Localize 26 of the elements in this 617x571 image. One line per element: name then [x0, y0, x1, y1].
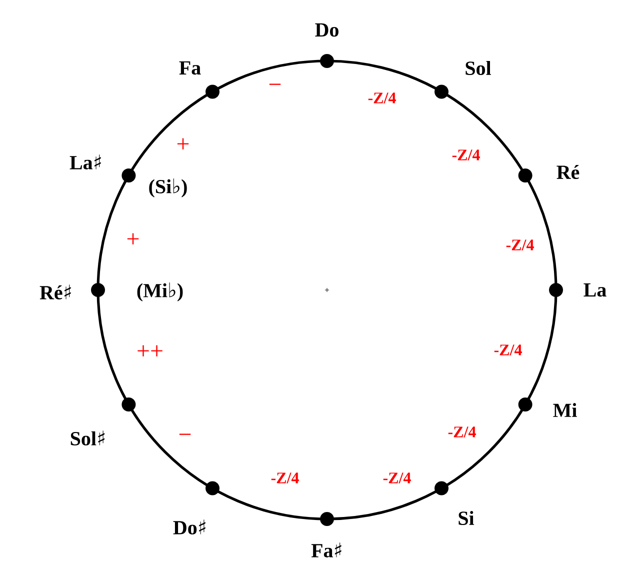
interval-label: -Z/4: [271, 472, 299, 484]
note-label: Fa♯: [311, 542, 342, 558]
note-label: Ré♯: [40, 284, 71, 300]
note-label: La♯: [70, 154, 101, 170]
note-label: Sol: [466, 60, 491, 76]
interval-label: -Z/4: [448, 426, 476, 438]
interval-label: -Z/4: [506, 240, 534, 250]
sign-label: +: [127, 233, 139, 244]
note-label: Ré: [556, 164, 580, 180]
note-label: (Mi♭): [137, 282, 183, 302]
note-label: Do♯: [173, 520, 206, 534]
note-label: Mi: [553, 403, 577, 417]
interval-label: -Z/4: [383, 472, 411, 484]
interval-label: -Z/4: [452, 150, 480, 160]
interval-label: -Z/4: [368, 92, 396, 104]
sign-label: −: [179, 434, 191, 435]
sign-label: ++: [138, 345, 162, 356]
note-label: (Si♭): [149, 178, 187, 198]
note-label: La: [584, 283, 606, 297]
sign-label: +: [177, 138, 189, 150]
interval-label: -Z/4: [494, 344, 522, 356]
note-label: Do: [315, 23, 338, 37]
sign-label: −: [269, 84, 281, 85]
note-label: Sol♯: [70, 430, 104, 446]
note-label: Fa: [179, 61, 201, 75]
note-label: Si: [458, 510, 474, 526]
